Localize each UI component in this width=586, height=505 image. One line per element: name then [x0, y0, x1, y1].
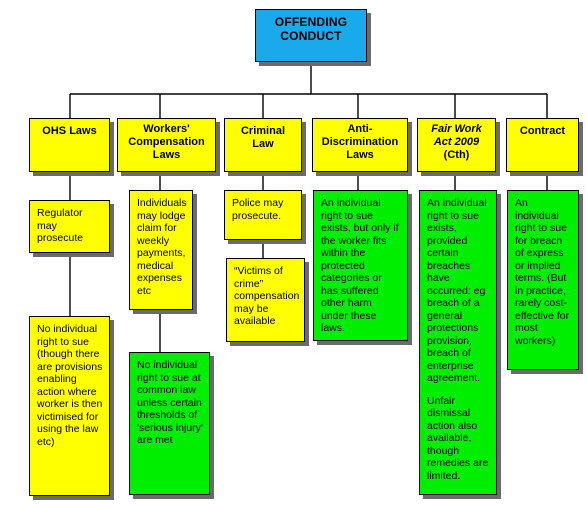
category-label: Discrimination	[321, 136, 399, 148]
note-text: Individuals may lodge claim for weekly p…	[137, 197, 187, 297]
note-text: No individual right to sue at common law…	[137, 359, 203, 446]
note-wc-no-right: No individual right to sue at common law…	[129, 352, 210, 495]
note-fairwork-right: An individual right to sue exists, provi…	[419, 190, 497, 495]
category-contract: Contract	[506, 118, 579, 172]
category-label: Laws	[346, 149, 374, 161]
category-label-italic: Fair Work	[431, 123, 482, 135]
category-label: Laws	[152, 149, 181, 161]
category-fair-work-act: Fair Work Act 2009 (Cth)	[417, 118, 496, 172]
note-contract-right: An individual right to sue for breach of…	[507, 190, 579, 370]
note-text: No individual right to sue (though there…	[37, 323, 103, 448]
category-label: Law	[252, 138, 274, 150]
note-text: Police may prosecute.	[232, 197, 284, 222]
root-label-line2: CONDUCT	[280, 29, 342, 43]
root-label-line1: OFFENDING	[274, 15, 348, 29]
note-text: An individual right to sue exists, provi…	[427, 197, 487, 384]
category-label-italic: Act 2009	[433, 136, 480, 148]
category-label: Contract	[519, 125, 566, 137]
note-criminal-police: Police may prosecute.	[224, 190, 302, 240]
category-label: Compensation	[128, 136, 205, 148]
note-ohs-regulator: Regulator may prosecute	[29, 200, 110, 253]
note-ohs-no-right: No individual right to sue (though there…	[29, 316, 110, 496]
note-antidisc-right: An individual right to sue exists, but o…	[313, 190, 408, 341]
category-ohs-laws: OHS Laws	[29, 118, 110, 172]
note-text: An individual right to sue for breach of…	[515, 197, 570, 347]
note-text: An individual right to sue exists, but o…	[321, 197, 399, 334]
category-workers-compensation: Workers' Compensation Laws	[117, 118, 216, 172]
note-text: Regulator may prosecute	[37, 207, 84, 244]
root-offending-conduct: OFFENDING CONDUCT	[255, 9, 367, 62]
category-label: Criminal	[240, 125, 285, 137]
note-wc-claim: Individuals may lodge claim for weekly p…	[129, 190, 193, 310]
category-label: Workers'	[143, 123, 190, 135]
category-criminal-law: Criminal Law	[224, 118, 302, 172]
category-label: OHS Laws	[42, 125, 97, 137]
category-label: Anti-	[347, 123, 373, 135]
category-label: (Cth)	[443, 149, 470, 161]
category-anti-discrimination: Anti- Discrimination Laws	[312, 118, 408, 172]
note-text: “Victims of crime” compensation may be a…	[234, 265, 300, 327]
note-criminal-victims: “Victims of crime” compensation may be a…	[226, 258, 305, 342]
note-text: Unfair dismissal action also available, …	[427, 394, 489, 482]
